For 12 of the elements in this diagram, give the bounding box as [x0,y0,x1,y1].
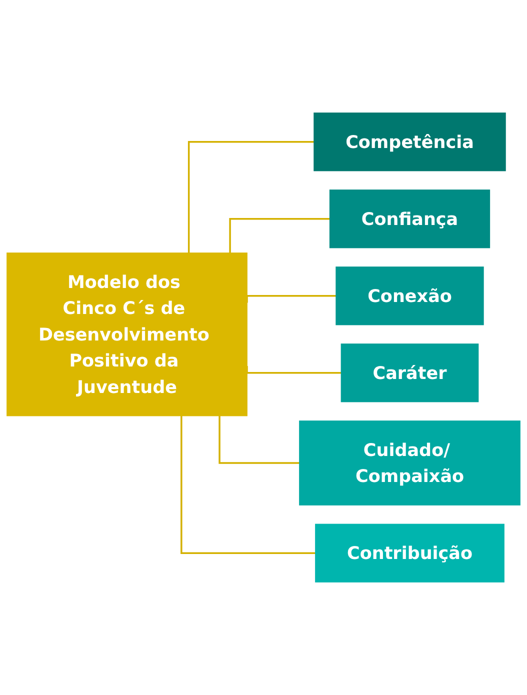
diagram: Modelo dos Cinco C´s de Desenvolvimento Positivo da Juventude Competência Confiança Conexão Caráter Cuidado/ Compaixão Contribuição [0,106,527,589]
connector [229,218,330,253]
node-box [315,524,504,582]
node-box [314,112,506,172]
connector [180,416,316,554]
node-box [6,252,248,416]
connector [218,416,300,464]
node-box [340,344,479,402]
node-box [299,420,520,506]
node-box [336,266,484,326]
node-box [329,190,490,248]
connector [188,141,314,253]
